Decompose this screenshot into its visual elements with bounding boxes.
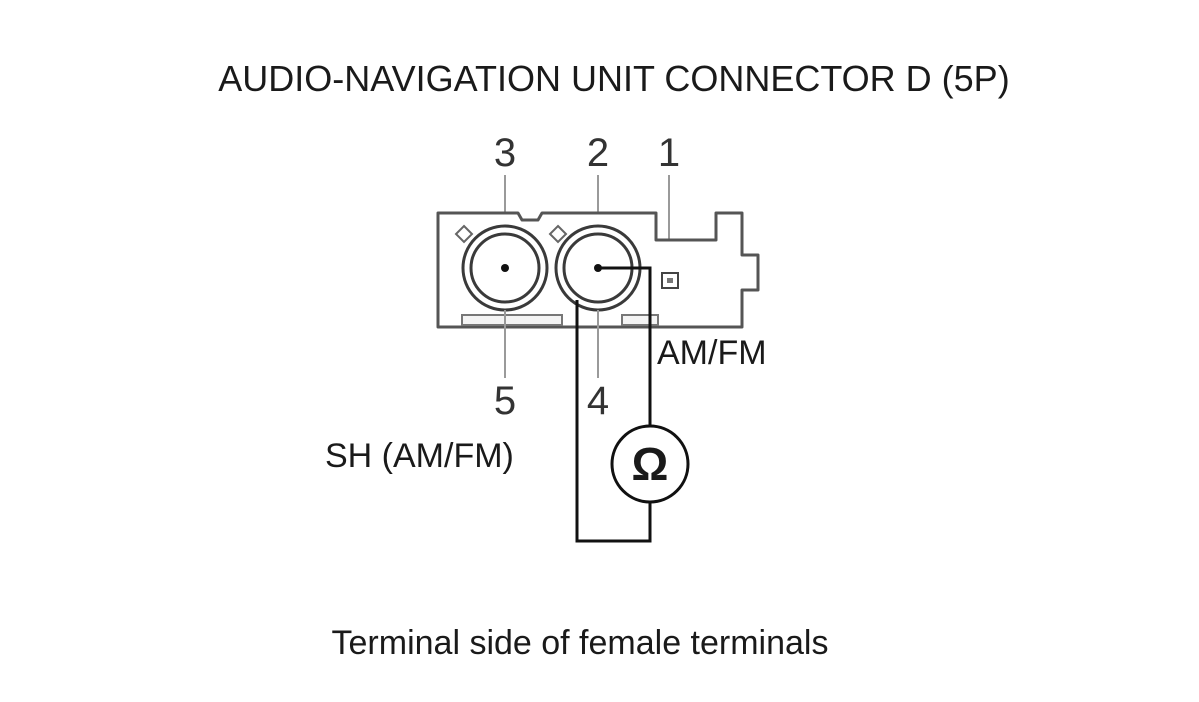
ohm-icon: Ω: [632, 438, 669, 490]
pin-label-4: 4: [587, 379, 609, 423]
label-am-fm: AM/FM: [657, 334, 767, 372]
pin-label-2: 2: [587, 131, 609, 175]
pin-label-5: 5: [494, 379, 516, 423]
bottom-leader-lines: [504, 310, 599, 378]
terminal-pin-1: [661, 272, 679, 289]
wire-pin-2: [598, 266, 652, 426]
pin-label-1: 1: [658, 131, 680, 175]
diagram-title: AUDIO-NAVIGATION UNIT CONNECTOR D (5P): [218, 58, 1009, 99]
key-diamond-right: [548, 224, 568, 244]
wire-pin-4: [575, 300, 652, 543]
ohmmeter: Ω: [610, 424, 690, 504]
ohmmeter-circle: [610, 424, 690, 504]
housing-bottom-ledge: [461, 314, 659, 326]
meter-probe-wires: [575, 266, 652, 543]
key-diamond-left: [454, 224, 474, 244]
coax-terminal-left: [461, 224, 549, 312]
label-sh-am-fm: SH (AM/FM): [325, 437, 514, 475]
diagram-caption: Terminal side of female terminals: [332, 624, 829, 662]
pin-label-3: 3: [494, 131, 516, 175]
